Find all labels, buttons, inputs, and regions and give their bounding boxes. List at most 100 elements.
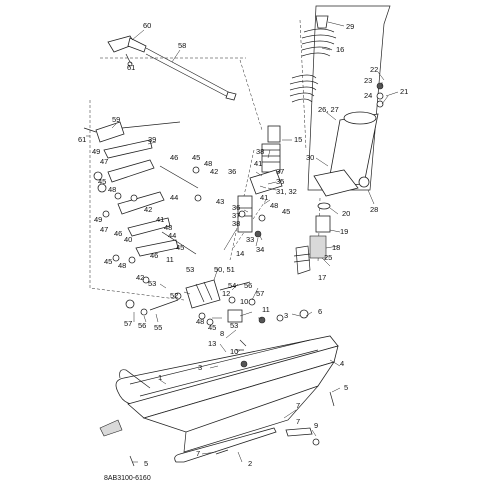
- callout-38: 38: [256, 147, 264, 156]
- callout-33: 33: [246, 235, 254, 244]
- callout-3b: 3: [198, 363, 202, 372]
- callout-42b: 42: [144, 205, 152, 214]
- callout-38b: 38: [232, 219, 240, 228]
- callout-14: 14: [236, 249, 244, 258]
- callout-53: 53: [186, 265, 194, 274]
- callout-17: 17: [318, 273, 326, 282]
- callout-42c: 42: [136, 273, 144, 282]
- callout-45b: 45: [98, 177, 106, 186]
- callout-49: 49: [92, 147, 100, 156]
- callout-49b: 49: [94, 215, 102, 224]
- callout-7c: 7: [196, 449, 200, 458]
- callout-15: 15: [294, 135, 302, 144]
- callout-48e: 48: [118, 261, 126, 270]
- callout-48: 48: [204, 159, 212, 168]
- callout-57b: 57: [124, 319, 132, 328]
- callout-44: 44: [170, 193, 178, 202]
- callout-30: 30: [306, 153, 314, 162]
- callout-52: 52: [170, 291, 178, 300]
- callout-47b: 47: [100, 225, 108, 234]
- callout-50-51: 50, 51: [214, 265, 235, 274]
- callout-36: 36: [228, 167, 236, 176]
- callout-45f: 45: [208, 323, 216, 332]
- ski: [99, 309, 339, 467]
- leader-lines: [86, 21, 399, 463]
- callout-45e: 45: [104, 257, 112, 266]
- callout-48b: 48: [108, 185, 116, 194]
- callout-34: 34: [256, 245, 264, 254]
- callout-45d: 45: [176, 243, 184, 252]
- callout-46: 46: [170, 153, 178, 162]
- callout-56: 56: [244, 281, 252, 290]
- callout-5: 5: [344, 383, 348, 392]
- callout-13: 13: [208, 339, 216, 348]
- callout-10b: 10: [230, 347, 238, 356]
- callout-10: 10: [240, 297, 248, 306]
- callout-7b: 7: [296, 417, 300, 426]
- callout-41b: 41: [260, 193, 268, 202]
- callout-47: 47: [100, 157, 108, 166]
- callout-18: 18: [332, 243, 340, 252]
- callout-45c: 45: [282, 207, 290, 216]
- callout-48f: 48: [196, 317, 204, 326]
- callout-53c: 53: [230, 321, 238, 330]
- callout-42: 42: [210, 167, 218, 176]
- callout-23: 23: [364, 76, 372, 85]
- callout-41: 41: [254, 159, 262, 168]
- callout-7: 7: [296, 401, 300, 410]
- callout-1: 1: [158, 373, 162, 382]
- callout-45: 45: [192, 153, 200, 162]
- callout-28: 28: [370, 205, 378, 214]
- callout-2: 2: [248, 459, 252, 468]
- callout-25: 25: [324, 253, 332, 262]
- callout-21: 21: [400, 87, 408, 96]
- callout-56b: 56: [138, 321, 146, 330]
- callout-60: 60: [143, 21, 151, 30]
- callout-48d: 48: [164, 223, 172, 232]
- callout-labels: 60 61 58 29 16 22 23 21 24 26, 27 59 61 …: [78, 21, 408, 468]
- callout-61b: 61: [78, 135, 86, 144]
- callout-24: 24: [364, 91, 372, 100]
- callout-37b: 37: [232, 211, 240, 220]
- callout-54: 54: [228, 281, 236, 290]
- callout-8: 8: [220, 329, 224, 338]
- callout-19: 19: [340, 227, 348, 236]
- ski-mounting-bracket: [125, 279, 266, 326]
- callout-26-27: 26, 27: [318, 105, 339, 114]
- callout-39: 39: [148, 135, 156, 144]
- callout-12: 12: [222, 289, 230, 298]
- callout-6: 6: [318, 307, 322, 316]
- callout-61: 61: [127, 63, 135, 72]
- callout-40: 40: [124, 235, 132, 244]
- callout-57: 57: [256, 289, 264, 298]
- callout-59: 59: [112, 115, 120, 124]
- suspension-linkage-arms: [93, 139, 266, 284]
- callout-5b: 5: [144, 459, 148, 468]
- callout-4: 4: [340, 359, 344, 368]
- callout-22: 22: [370, 65, 378, 74]
- callout-35: 35: [276, 177, 284, 186]
- callout-46c: 46: [150, 251, 158, 260]
- callout-29: 29: [346, 22, 354, 31]
- callout-11b: 11: [262, 305, 270, 314]
- callout-11: 11: [166, 255, 174, 264]
- callout-55: 55: [154, 323, 162, 332]
- lower-damper-parts: [293, 202, 331, 275]
- callout-37: 37: [276, 167, 284, 176]
- callout-43: 43: [216, 197, 224, 206]
- front-suspension-spring: [237, 15, 337, 233]
- callout-46b: 46: [114, 229, 122, 238]
- callout-41c: 41: [156, 215, 164, 224]
- callout-16: 16: [336, 45, 344, 54]
- callout-31-32: 31, 32: [276, 187, 297, 196]
- diagram-code: 8AB3100-6160: [104, 475, 151, 482]
- callout-53b: 53: [148, 279, 156, 288]
- steering-shaft-assembly: [83, 35, 246, 301]
- callout-58: 58: [178, 41, 186, 50]
- callout-3: 3: [284, 311, 288, 320]
- callout-48c: 48: [270, 201, 278, 210]
- callout-20: 20: [342, 209, 350, 218]
- callout-9: 9: [314, 421, 318, 430]
